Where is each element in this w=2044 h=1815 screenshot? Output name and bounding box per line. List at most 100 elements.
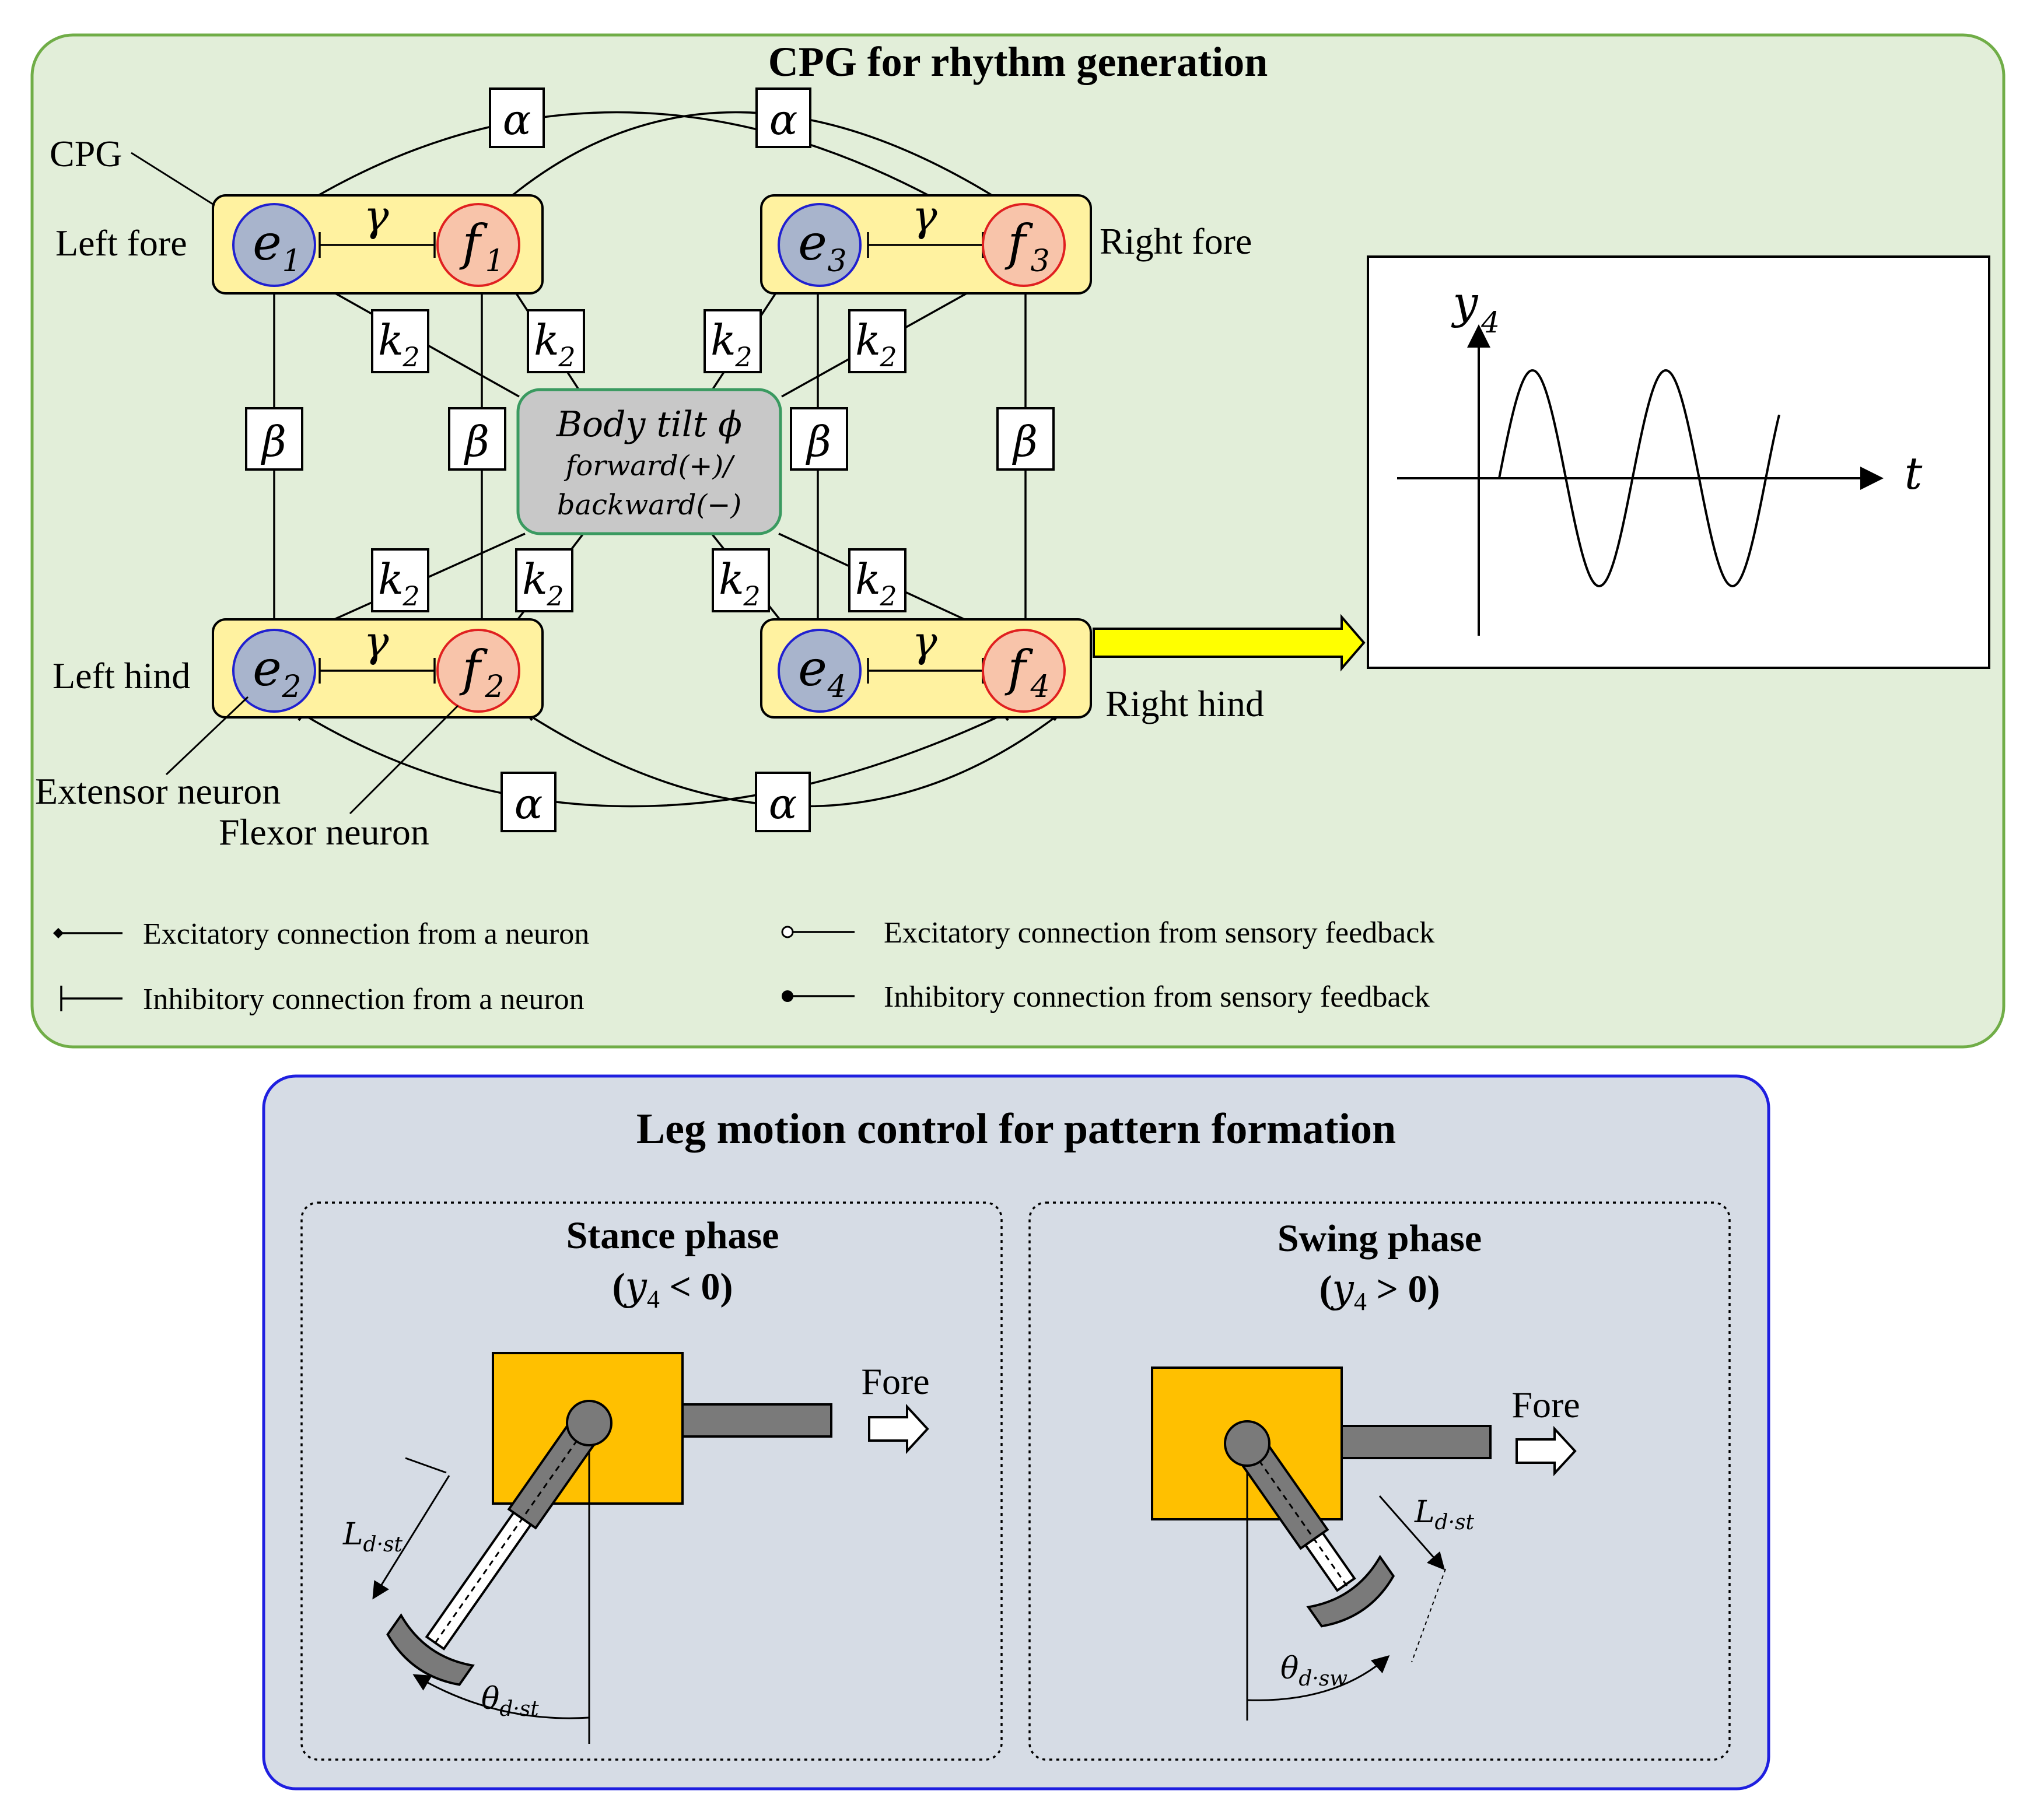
svg-text:e: e [253, 214, 282, 271]
extensor-pointer-line [165, 696, 249, 776]
svg-text:α: α [769, 95, 798, 144]
gamma-label-rh: γ [912, 617, 937, 666]
stance-condition: (y4 < 0) [612, 1264, 733, 1313]
neuron-f1: f 1 [436, 203, 520, 287]
neuron-f2: f 2 [436, 629, 520, 713]
svg-text:backward(−): backward(−) [557, 489, 741, 521]
svg-text:k: k [378, 316, 404, 365]
svg-text:k: k [710, 316, 736, 365]
svg-text:2: 2 [743, 580, 760, 612]
svg-text:2: 2 [546, 580, 564, 612]
beta-box-left-inner: β [448, 407, 506, 471]
svg-text:3: 3 [827, 244, 846, 279]
label-flexor: Flexor neuron [219, 811, 429, 853]
svg-text:2: 2 [879, 341, 897, 373]
svg-text:2: 2 [402, 341, 419, 373]
svg-text:2: 2 [558, 341, 575, 373]
gamma-label-lh: γ [363, 617, 389, 666]
swing-foot [1306, 1554, 1395, 1628]
alpha-box-top-left: α [489, 87, 545, 148]
swing-panel: Swing phase (y4 > 0) Ld·st θd·sw [1028, 1201, 1731, 1761]
neuron-e1: e 1 [232, 203, 316, 287]
svg-text:2: 2 [281, 670, 301, 705]
alpha-box-bottom-right: α [755, 772, 811, 832]
k2-box-2: k 2 [527, 309, 585, 373]
gamma-label-lf: γ [363, 191, 389, 240]
k2-box-5: k 2 [371, 548, 429, 612]
svg-text:β: β [260, 417, 286, 466]
neuron-e2: e 2 [232, 629, 316, 713]
svg-text:Inhibitory connection from a n: Inhibitory connection from a neuron [143, 983, 584, 1016]
svg-text:2: 2 [734, 341, 752, 373]
flexor-pointer-line [349, 705, 459, 815]
beta-box-right-inner: β [790, 407, 848, 471]
stance-title: Stance phase [566, 1214, 779, 1257]
svg-text:β: β [1012, 417, 1038, 466]
svg-text:e: e [798, 214, 827, 271]
k2-box-7: k 2 [712, 548, 770, 612]
svg-text:k: k [522, 555, 548, 604]
leg-title: Leg motion control for pattern formation [636, 1105, 1396, 1153]
alpha-box-bottom-left: α [501, 772, 556, 832]
legend-excitatory-neuron: Excitatory connection from a neuron [53, 917, 589, 951]
svg-text:k: k [719, 555, 744, 604]
svg-text:t: t [1905, 447, 1923, 499]
label-left-hind: Left hind [52, 655, 190, 696]
swing-title: Swing phase [1278, 1217, 1482, 1260]
svg-text:Excitatory connection from sen: Excitatory connection from sensory feedb… [884, 916, 1434, 949]
beta-box-left-outer: β [245, 407, 303, 471]
swing-hip-joint [1224, 1420, 1270, 1467]
svg-text:4: 4 [1480, 306, 1500, 339]
svg-text:1: 1 [485, 244, 504, 279]
stance-body-bar [681, 1403, 832, 1438]
svg-text:forward(+)/: forward(+)/ [564, 450, 736, 482]
svg-text:2: 2 [402, 580, 419, 612]
cpg-pointer-line [131, 152, 215, 206]
svg-text:y: y [1451, 276, 1479, 328]
leg-panel: Leg motion control for pattern formation… [262, 1074, 1770, 1791]
svg-text:2: 2 [879, 580, 897, 612]
y4-wave [1498, 369, 1780, 588]
swing-condition: (y4 > 0) [1320, 1266, 1440, 1316]
stance-hip-joint [566, 1400, 612, 1446]
cpg-title: CPG for rhythm generation [768, 38, 1268, 85]
svg-text:k: k [534, 316, 559, 365]
gamma-label-rf: γ [912, 191, 937, 240]
cpg-panel: CPG for rhythm generation α α [30, 33, 2006, 1049]
stance-fore-arrow [868, 1403, 929, 1455]
label-extensor: Extensor neuron [35, 770, 281, 812]
svg-text:β: β [463, 417, 489, 466]
svg-text:k: k [855, 316, 881, 365]
legend-inhibitory-neuron: Inhibitory connection from a neuron [60, 983, 584, 1016]
neuron-f4: f 4 [982, 629, 1066, 713]
svg-text:4: 4 [827, 670, 846, 705]
legend: Excitatory connection from a neuron Inhi… [53, 916, 1434, 1016]
neuron-f3: f 3 [982, 203, 1066, 287]
svg-text:Body tilt ϕ: Body tilt ϕ [556, 404, 742, 445]
stance-foot [386, 1613, 475, 1686]
body-tilt-box: Body tilt ϕ forward(+)/ backward(−) [516, 388, 782, 535]
label-right-fore: Right fore [1100, 220, 1252, 262]
swing-body-bar [1340, 1425, 1492, 1459]
swing-fore-label: Fore [1511, 1384, 1580, 1425]
swing-fore-arrow [1516, 1425, 1577, 1477]
y4-plot: y 4 t [1367, 255, 1990, 669]
legend-excitatory-feedback: Excitatory connection from sensory feedb… [781, 916, 1434, 949]
svg-text:1: 1 [282, 244, 301, 279]
output-arrow [1093, 614, 1366, 672]
svg-text:β: β [805, 417, 831, 466]
beta-box-right-outer: β [996, 407, 1055, 471]
k2-box-8: k 2 [848, 548, 907, 612]
label-cpg: CPG [50, 133, 123, 174]
stance-fore-label: Fore [861, 1361, 929, 1402]
stance-angle-label: θd·st [481, 1681, 539, 1721]
svg-text:e: e [253, 640, 282, 697]
swing-length-label: Ld·st [1414, 1495, 1474, 1534]
svg-text:α: α [503, 95, 531, 144]
svg-text:Inhibitory connection from sen: Inhibitory connection from sensory feedb… [884, 980, 1430, 1014]
svg-text:e: e [798, 640, 827, 697]
swing-angle-label: θd·sw [1280, 1651, 1348, 1691]
svg-text:α: α [769, 779, 797, 828]
k2-box-1: k 2 [371, 309, 429, 373]
